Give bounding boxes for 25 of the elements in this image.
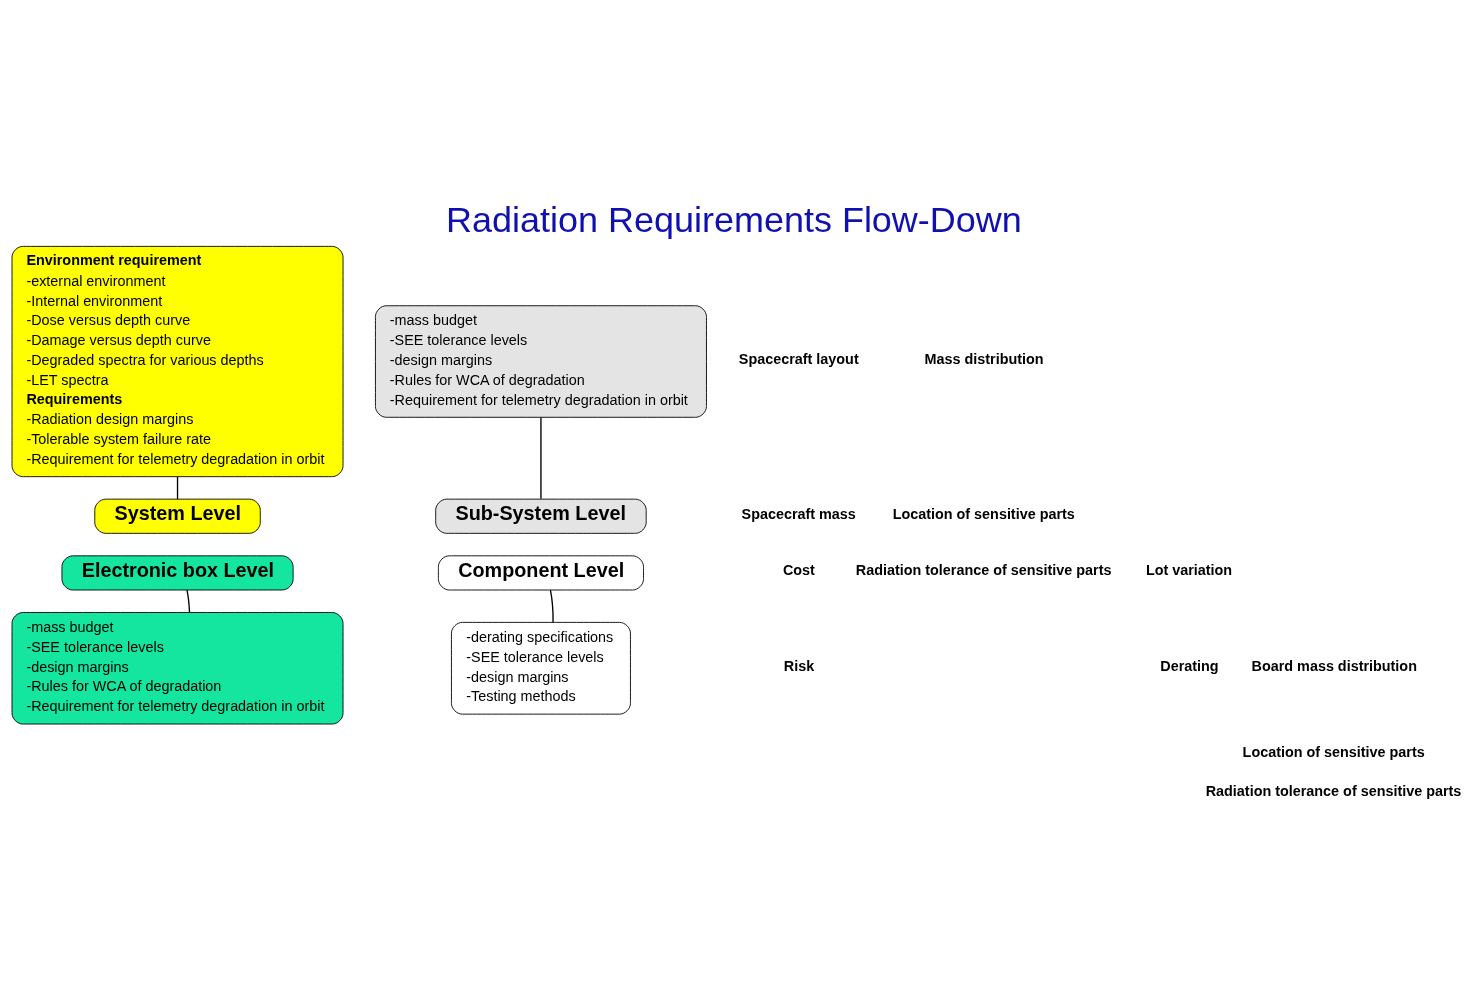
node-box: -derating specifications -SEE tolerance levels -design margins -Testing methods [451, 621, 631, 715]
label: Location of sensitive parts [892, 505, 1075, 522]
node-box: Electronic box Level [61, 555, 294, 591]
node-box: Sub-System Level [435, 498, 647, 534]
diagram-title: Radiation Requirements Flow-Down [446, 198, 1022, 240]
label: Board mass distribution [1251, 657, 1417, 674]
connector [540, 416, 542, 500]
node-box: Component Level [437, 555, 644, 591]
connector [549, 589, 554, 623]
label: Spacecraft layout [738, 351, 859, 368]
connector [186, 589, 191, 613]
node-box: Environment requirement -external environment -Internal environment -Dose versus depth curve -Damage versus depth curve -Degraded spectra for various depths -LET spectra Requirements -Radiation design margins -Tolerable system failure rate -Requirement for telemetry degradation in orbit [11, 245, 344, 478]
label: Mass distribution [924, 351, 1044, 368]
label: Radiation tolerance of sensitive parts [855, 562, 1112, 579]
label: Cost [782, 562, 815, 579]
label: Lot variation [1145, 562, 1233, 579]
label: Location of sensitive parts [1242, 744, 1425, 761]
node-box: System Level [94, 498, 261, 534]
label: Risk [783, 657, 815, 674]
connector [176, 476, 179, 500]
label: Derating [1160, 657, 1219, 674]
node-box: -mass budget -SEE tolerance levels -design margins -Rules for WCA of degradation -Requirement for telemetry degradation in orbit [375, 305, 707, 418]
label: Radiation tolerance of sensitive parts [1205, 782, 1462, 799]
label: Spacecraft mass [741, 505, 856, 522]
node-box: -mass budget -SEE tolerance levels -design margins -Rules for WCA of degradation -Requirement for telemetry degradation in orbit [11, 612, 344, 725]
